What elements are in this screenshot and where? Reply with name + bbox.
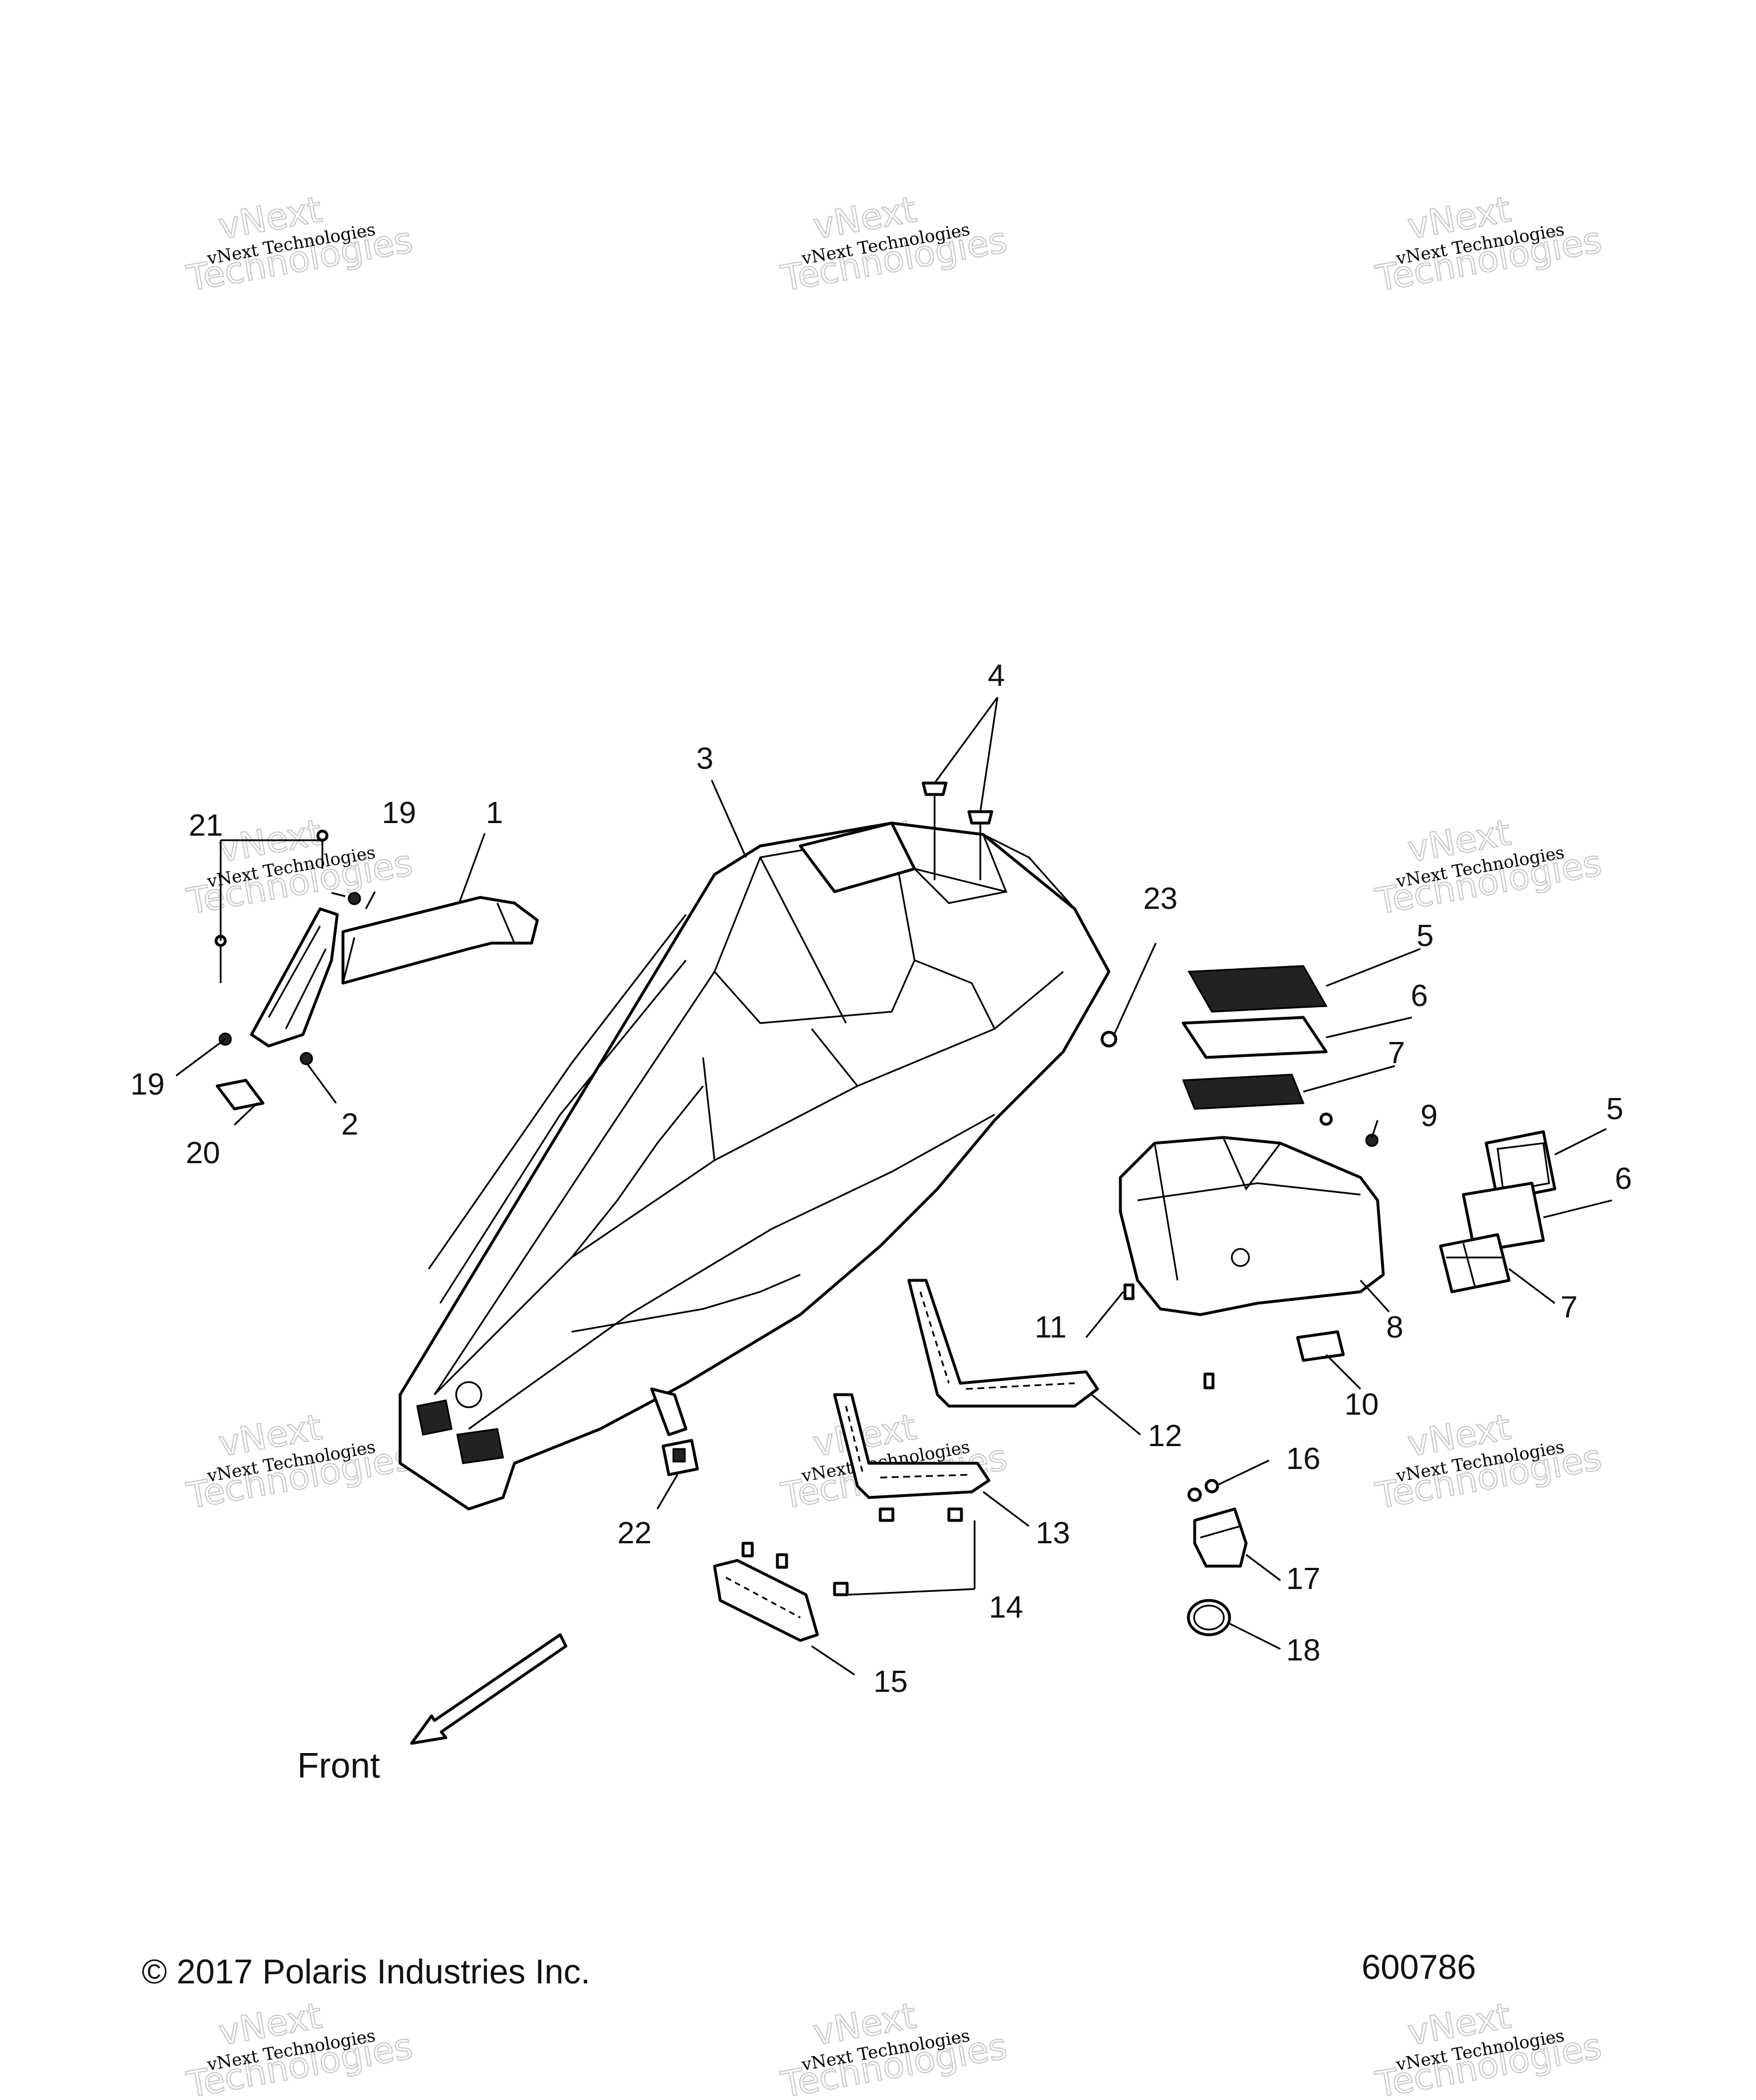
callout-19b: 19 — [130, 1067, 165, 1101]
watermark-top-center: vNext Technologies vNext Technologies — [777, 187, 1011, 300]
part-bracket — [250, 907, 339, 1048]
callout-23: 23 — [1143, 881, 1178, 916]
callout-18: 18 — [1286, 1633, 1320, 1667]
part-ring-18 — [1187, 1599, 1231, 1636]
part-grille-upper-7 — [1182, 1073, 1305, 1110]
part-strip — [1296, 1330, 1345, 1362]
callout-4: 4 — [988, 658, 1005, 693]
part-front-grille-15 — [713, 1542, 819, 1642]
callout-labels: 1 2 3 4 5 6 7 9 5 6 7 8 10 11 12 13 14 1… — [130, 658, 1632, 1699]
callout-17: 17 — [1286, 1562, 1320, 1596]
part-screw-9 — [1319, 1112, 1379, 1147]
watermark-bottom-center: vNext Technologies vNext Technologies — [777, 1994, 1011, 2100]
part-filter-right-6 — [1462, 1181, 1545, 1253]
leader-lines — [175, 697, 1613, 1676]
gas-cap — [455, 1381, 482, 1408]
callout-2: 2 — [341, 1107, 358, 1141]
part-fastener-2 — [300, 1052, 313, 1065]
callout-10: 10 — [1344, 1387, 1379, 1422]
part-grille-upper-5 — [1187, 965, 1328, 1013]
watermark-top-left: vNext Technologies vNext Technologies — [183, 187, 416, 300]
callout-21: 21 — [189, 808, 223, 843]
front-direction-arrow-icon — [410, 1633, 568, 1745]
part-hood — [398, 821, 1111, 1511]
callout-7b: 7 — [1561, 1290, 1578, 1324]
part-vent-12 — [907, 1279, 1099, 1408]
callout-12: 12 — [1148, 1419, 1182, 1453]
part-pad-20 — [215, 1079, 265, 1111]
part-bracket-17 — [1193, 1507, 1248, 1568]
part-side-duct — [341, 896, 539, 985]
callout-14: 14 — [989, 1590, 1023, 1624]
headlight-right — [456, 1428, 504, 1464]
part-storage-box — [1119, 1136, 1385, 1316]
headlight-left — [416, 1399, 453, 1436]
watermark-low-left: vNext Technologies vNext Technologies — [183, 1405, 416, 1517]
callout-7a: 7 — [1388, 1036, 1405, 1070]
part-grille-right-7 — [1439, 1233, 1511, 1293]
hood-bracket — [650, 1387, 688, 1436]
part-clips-14 — [833, 1507, 963, 1596]
part-fastener-19a — [348, 892, 361, 905]
part-rivets — [921, 781, 993, 840]
part-vent-13 — [833, 1393, 991, 1499]
callout-5b: 5 — [1606, 1092, 1623, 1126]
callout-20: 20 — [186, 1136, 220, 1170]
front-label: Front — [297, 1746, 380, 1786]
part-filter-upper-6 — [1182, 1016, 1328, 1059]
watermark-bottom-left: vNext Technologies vNext Technologies — [183, 1994, 416, 2100]
callout-16: 16 — [1286, 1442, 1320, 1476]
watermark-mid-right: vNext Technologies vNext Technologies — [1372, 811, 1605, 923]
part-clip-22 — [661, 1439, 699, 1476]
part-screw-23 — [1100, 1031, 1118, 1048]
copyright-text: © 2017 Polaris Industries Inc. — [142, 1953, 590, 1991]
watermark-bottom-right: vNext Technologies vNext Technologies — [1372, 1994, 1605, 2100]
callout-9: 9 — [1420, 1099, 1438, 1133]
callout-1: 1 — [486, 796, 503, 830]
callout-6b: 6 — [1615, 1161, 1632, 1196]
diagram-number: 600786 — [1362, 1948, 1476, 1986]
watermark-low-center: vNext Technologies vNext Technologies — [777, 1405, 1011, 1517]
callout-8: 8 — [1386, 1310, 1403, 1344]
callout-5a: 5 — [1416, 919, 1434, 953]
part-screws-11 — [1123, 1283, 1215, 1390]
callout-13: 13 — [1036, 1516, 1070, 1550]
watermark-low-right: vNext Technologies vNext Technologies — [1372, 1405, 1605, 1517]
callout-11: 11 — [1035, 1310, 1067, 1344]
callout-22: 22 — [617, 1516, 652, 1550]
callout-6a: 6 — [1411, 979, 1428, 1013]
callout-3: 3 — [696, 741, 713, 776]
part-nuts-16 — [1187, 1479, 1219, 1502]
part-grille-right-5 — [1484, 1130, 1557, 1202]
callout-19a: 19 — [382, 796, 416, 830]
watermark-top-right: vNext Technologies vNext Technologies — [1372, 187, 1605, 300]
callout-15: 15 — [873, 1664, 908, 1699]
